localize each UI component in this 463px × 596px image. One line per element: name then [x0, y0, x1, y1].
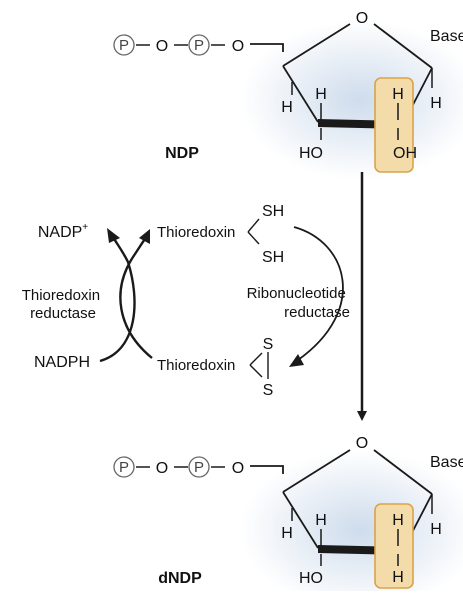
ndp-ring-bond	[373, 23, 433, 69]
ndp-name: NDP	[165, 145, 199, 162]
dndp-ring-bond	[282, 491, 319, 549]
nadph-to-nadp-arrow	[99, 236, 136, 363]
dndp-phosphate-circle-1	[113, 456, 135, 478]
dndp-name: dNDP	[158, 570, 202, 587]
ndp-phosphate-2: P	[194, 37, 204, 54]
ndp-oh-c2: OH	[393, 145, 417, 162]
sh-bond-bottom	[247, 231, 260, 245]
ribonucleotide-reductase-label: Ribonucleotide reductase	[247, 285, 350, 321]
thioredoxin-reductase-label: Thioredoxin reductase	[22, 287, 105, 322]
ndp-ch2-bond	[250, 43, 284, 52]
dndp-structure: P O P O O H H H HO H H Base dNDP	[113, 435, 463, 596]
thioredoxin-regeneration-arrow	[119, 238, 153, 359]
redox-cycle: NADP+ NADPH Thioredoxin reductase Thiore…	[22, 203, 350, 399]
thioredoxin-oxidation-arrowhead	[289, 354, 304, 367]
thioredoxin-oxidation-arrow	[293, 226, 344, 361]
dndp-phosphate-1: P	[119, 459, 129, 476]
dndp-h-c4: H	[281, 525, 293, 542]
ndp-phosphate-1: P	[119, 37, 129, 54]
dndp-h-c3: H	[315, 512, 327, 529]
ndp-ring-o: O	[356, 10, 368, 27]
dndp-h-c1: H	[430, 521, 442, 538]
nadp-plus-label: NADP+	[38, 222, 88, 241]
ndp-link-o-2: O	[232, 38, 244, 55]
ndp-h-c2-up: H	[392, 86, 404, 103]
dndp-ring-o: O	[356, 435, 368, 452]
dndp-h-c2-up: H	[392, 512, 404, 529]
nadph-to-nadp-arrowhead	[107, 228, 120, 243]
thioredoxin-reduced-label: Thioredoxin	[157, 224, 235, 241]
nadph-label: NADPH	[34, 354, 90, 371]
sh-bond-top	[247, 218, 260, 233]
ndp-phosphate-circle-1	[113, 34, 135, 56]
dndp-phosphate-circle-2	[188, 456, 210, 478]
dndp-link-o-1: O	[156, 460, 168, 477]
ndp-link-o-1: O	[156, 38, 168, 55]
thioredoxin-regeneration-arrowhead	[139, 229, 150, 244]
ndp-h-c3: H	[315, 86, 327, 103]
dndp-link-o-2: O	[232, 460, 244, 477]
dndp-oh-c3: HO	[299, 570, 323, 587]
ndp-oh-c3: HO	[299, 145, 323, 162]
dndp-highlight-box	[374, 503, 414, 589]
dndp-h-c2-down: H	[392, 569, 404, 586]
thioredoxin-oxidized-label: Thioredoxin	[157, 357, 235, 374]
ndp-base: Base	[430, 28, 463, 45]
dndp-base: Base	[430, 454, 463, 471]
sh-bottom-label: SH	[262, 249, 284, 266]
s-bottom-label: S	[263, 382, 274, 399]
dndp-phosphate-2: P	[194, 459, 204, 476]
ndp-ring-bond	[282, 23, 351, 67]
disulfide-bond-top	[249, 352, 263, 366]
s-top-label: S	[263, 336, 274, 353]
ndp-structure: P O P O O H H H HO H OH Base NDP	[113, 10, 463, 180]
dndp-ring-bond	[373, 449, 433, 495]
ndp-ring-bond	[282, 65, 319, 123]
ndp-phosphate-circle-2	[188, 34, 210, 56]
disulfide-bond-bottom	[249, 364, 263, 378]
dndp-ch2-bond	[250, 465, 284, 474]
ndp-h-c4: H	[281, 99, 293, 116]
ndp-highlight-box	[374, 77, 414, 173]
sh-top-label: SH	[262, 203, 284, 220]
dndp-ring-bond	[282, 449, 351, 493]
ndp-h-c1: H	[430, 95, 442, 112]
